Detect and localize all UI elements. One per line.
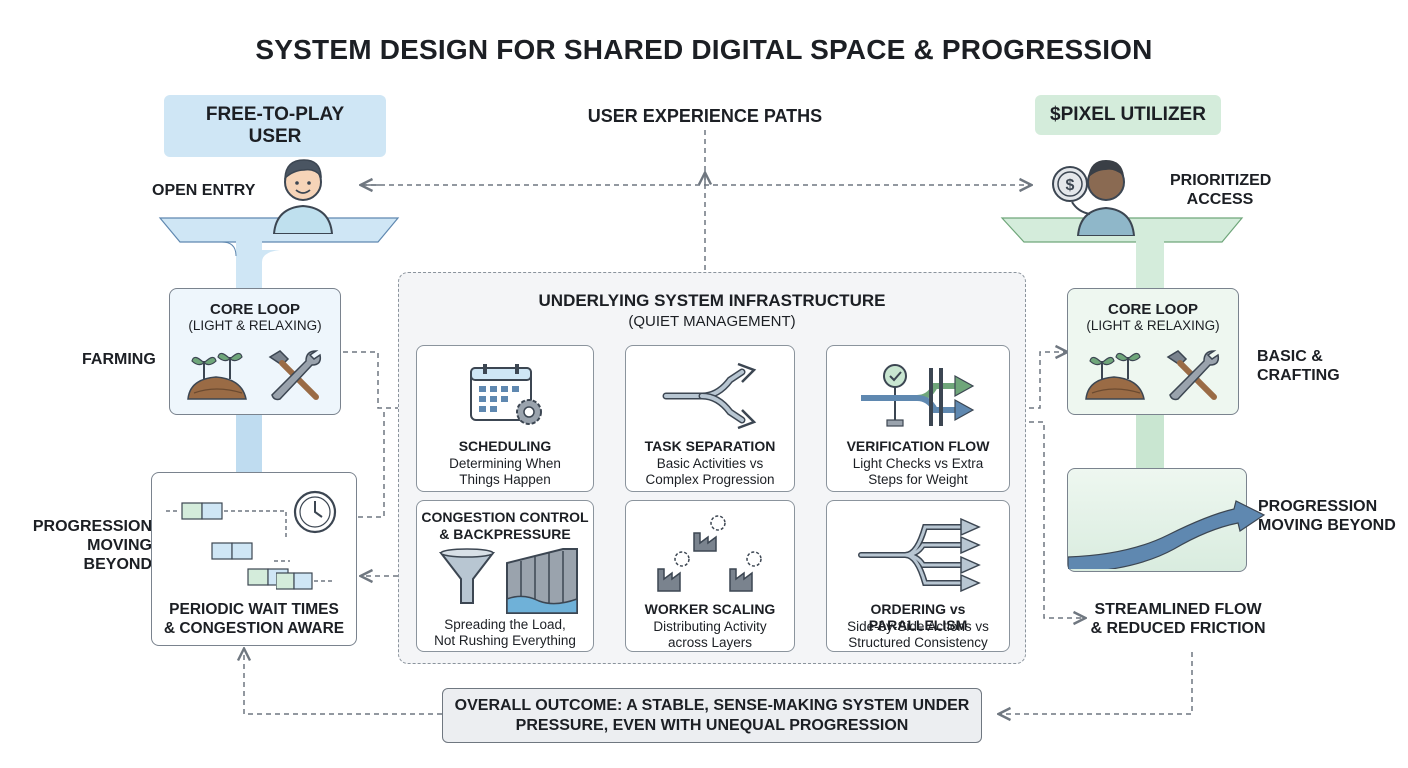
task-separation-desc-2: Complex Progression (645, 472, 775, 487)
calendar-gear-icon (470, 364, 542, 425)
factory-icon (657, 515, 762, 592)
verification-flow-desc-2: Steps for Weight (868, 472, 968, 487)
task-separation-title: TASK SEPARATION (644, 438, 776, 454)
wait-times-title: PERIODIC WAIT TIMES & CONGESTION AWARE (152, 600, 356, 638)
left-progression-line-1: PROGRESSION (32, 518, 152, 535)
streamlined-flow-line-1: STREAMLINED FLOW (1094, 601, 1262, 618)
sprout-icon (187, 352, 247, 400)
farming-label: FARMING (82, 351, 156, 368)
basic-crafting-line-1: BASIC & (1257, 348, 1323, 365)
left-progression-line-2: MOVING BEYOND (83, 537, 152, 573)
verification-flow-desc-1: Light Checks vs Extra (852, 456, 984, 471)
tools-icon (268, 350, 322, 401)
congestion-control-title: CONGESTION CONTROL & BACKPRESSURE (417, 509, 593, 543)
right-progression-line-2: MOVING BEYOND (1258, 517, 1396, 534)
worker-scaling-title: WORKER SCALING (644, 601, 776, 617)
right-progression-label: PROGRESSION MOVING BEYOND (1258, 497, 1396, 535)
ordering-parallelism-card: ORDERING vs PARALLELISM Side-by-Side Act… (826, 500, 1010, 652)
verification-flow-title: VERIFICATION FLOW (846, 438, 990, 454)
free-to-play-user-header: FREE-TO-PLAY USER (164, 95, 386, 157)
prioritized-access-line-1: PRIORITIZED (1170, 172, 1272, 189)
left-core-loop-title: CORE LOOP (209, 301, 300, 318)
prioritized-access-label: PRIORITIZED ACCESS (1170, 171, 1272, 209)
worker-scaling-desc: Distributing Activity across Layers (626, 619, 794, 651)
verification-icon (861, 364, 975, 427)
task-separation-desc-1: Basic Activities vs (656, 456, 764, 471)
ordering-parallelism-title: ORDERING vs PARALLELISM (868, 601, 968, 633)
worker-scaling-desc-1: Distributing Activity (653, 619, 767, 634)
congestion-control-desc-1: Spreading the Load, (444, 617, 566, 632)
right-core-loop-subtitle: (LIGHT & RELAXING) (1086, 318, 1220, 333)
right-progression-line-1: PROGRESSION (1258, 498, 1378, 515)
ordering-parallelism-desc-2: Structured Consistency (848, 635, 988, 650)
wait-times-line-2: & CONGESTION AWARE (163, 620, 345, 637)
split-arrow-icon (662, 362, 757, 430)
scheduling-desc-1: Determining When (449, 456, 561, 471)
page-title: SYSTEM DESIGN FOR SHARED DIGITAL SPACE &… (255, 34, 1153, 65)
right-progression-card (1067, 468, 1266, 572)
verification-flow-desc: Light Checks vs Extra Steps for Weight (827, 456, 1009, 488)
verification-flow-card: VERIFICATION FLOW Light Checks vs Extra … (826, 345, 1010, 492)
infrastructure-title: UNDERLYING SYSTEM INFRASTRUCTURE (538, 291, 886, 310)
ordering-parallelism-desc: Side-by-Side Actions vs Structured Consi… (827, 619, 1009, 651)
basic-crafting-line-2: CRAFTING (1257, 367, 1340, 384)
left-core-loop-card: CORE LOOP (LIGHT & RELAXING) (169, 288, 341, 415)
queue-blocks-lower-icon (276, 572, 332, 590)
dam-icon (506, 548, 578, 614)
congestion-control-desc-2: Not Rushing Everything (434, 633, 576, 648)
congestion-control-title-1: CONGESTION CONTROL (421, 509, 589, 525)
streamlined-flow-label: STREAMLINED FLOW & REDUCED FRICTION (1088, 600, 1268, 638)
parallel-arrows-icon (858, 517, 981, 593)
wait-times-card: PERIODIC WAIT TIMES & CONGESTION AWARE (151, 472, 357, 646)
progression-curve-icon (1068, 500, 1266, 569)
worker-scaling-desc-2: across Layers (667, 635, 753, 650)
open-entry-label: OPEN ENTRY (152, 182, 256, 199)
streamlined-flow-line-2: & REDUCED FRICTION (1090, 620, 1266, 637)
task-separation-desc: Basic Activities vs Complex Progression (626, 456, 794, 488)
prioritized-access-line-2: ACCESS (1186, 191, 1254, 208)
task-separation-card: TASK SEPARATION Basic Activities vs Comp… (625, 345, 795, 492)
user-experience-paths-label: USER EXPERIENCE PATHS (587, 106, 823, 126)
right-core-loop-title: CORE LOOP (1107, 301, 1198, 318)
scheduling-title: SCHEDULING (458, 438, 552, 454)
left-progression-label: PROGRESSION MOVING BEYOND (20, 517, 152, 574)
scheduling-card: SCHEDULING Determining When Things Happe… (416, 345, 594, 492)
user-avatar-icon (272, 159, 334, 234)
wait-times-line-1: PERIODIC WAIT TIMES (169, 601, 339, 618)
clock-icon (293, 490, 337, 534)
funnel-icon (438, 548, 496, 604)
left-core-loop-subtitle: (LIGHT & RELAXING) (188, 318, 322, 333)
outcome-line-2: PRESSURE, EVEN WITH UNEQUAL PROGRESSION (515, 717, 909, 734)
sprout-icon (1085, 352, 1145, 400)
overall-outcome-box: OVERALL OUTCOME: A STABLE, SENSE-MAKING … (442, 688, 982, 743)
outcome-line-1: OVERALL OUTCOME: A STABLE, SENSE-MAKING … (454, 697, 970, 714)
congestion-control-card: CONGESTION CONTROL & BACKPRESSURE Spread… (416, 500, 594, 652)
ordering-parallelism-desc-1: Side-by-Side Actions vs (847, 619, 989, 634)
scheduling-desc-2: Things Happen (459, 472, 551, 487)
tools-icon (1166, 350, 1220, 401)
pixel-utilizer-header: $PIXEL UTILIZER (1035, 95, 1221, 135)
congestion-control-desc: Spreading the Load, Not Rushing Everythi… (417, 617, 593, 649)
basic-crafting-label: BASIC & CRAFTING (1257, 347, 1340, 385)
worker-scaling-card: WORKER SCALING Distributing Activity acr… (625, 500, 795, 652)
right-core-loop-card: CORE LOOP (LIGHT & RELAXING) (1067, 288, 1239, 415)
congestion-control-title-2: & BACKPRESSURE (439, 526, 571, 542)
coin-user-icon: $ (1052, 160, 1136, 236)
scheduling-desc: Determining When Things Happen (417, 456, 593, 488)
infrastructure-subtitle: (QUIET MANAGEMENT) (628, 313, 796, 330)
svg-text:$: $ (1066, 177, 1075, 194)
